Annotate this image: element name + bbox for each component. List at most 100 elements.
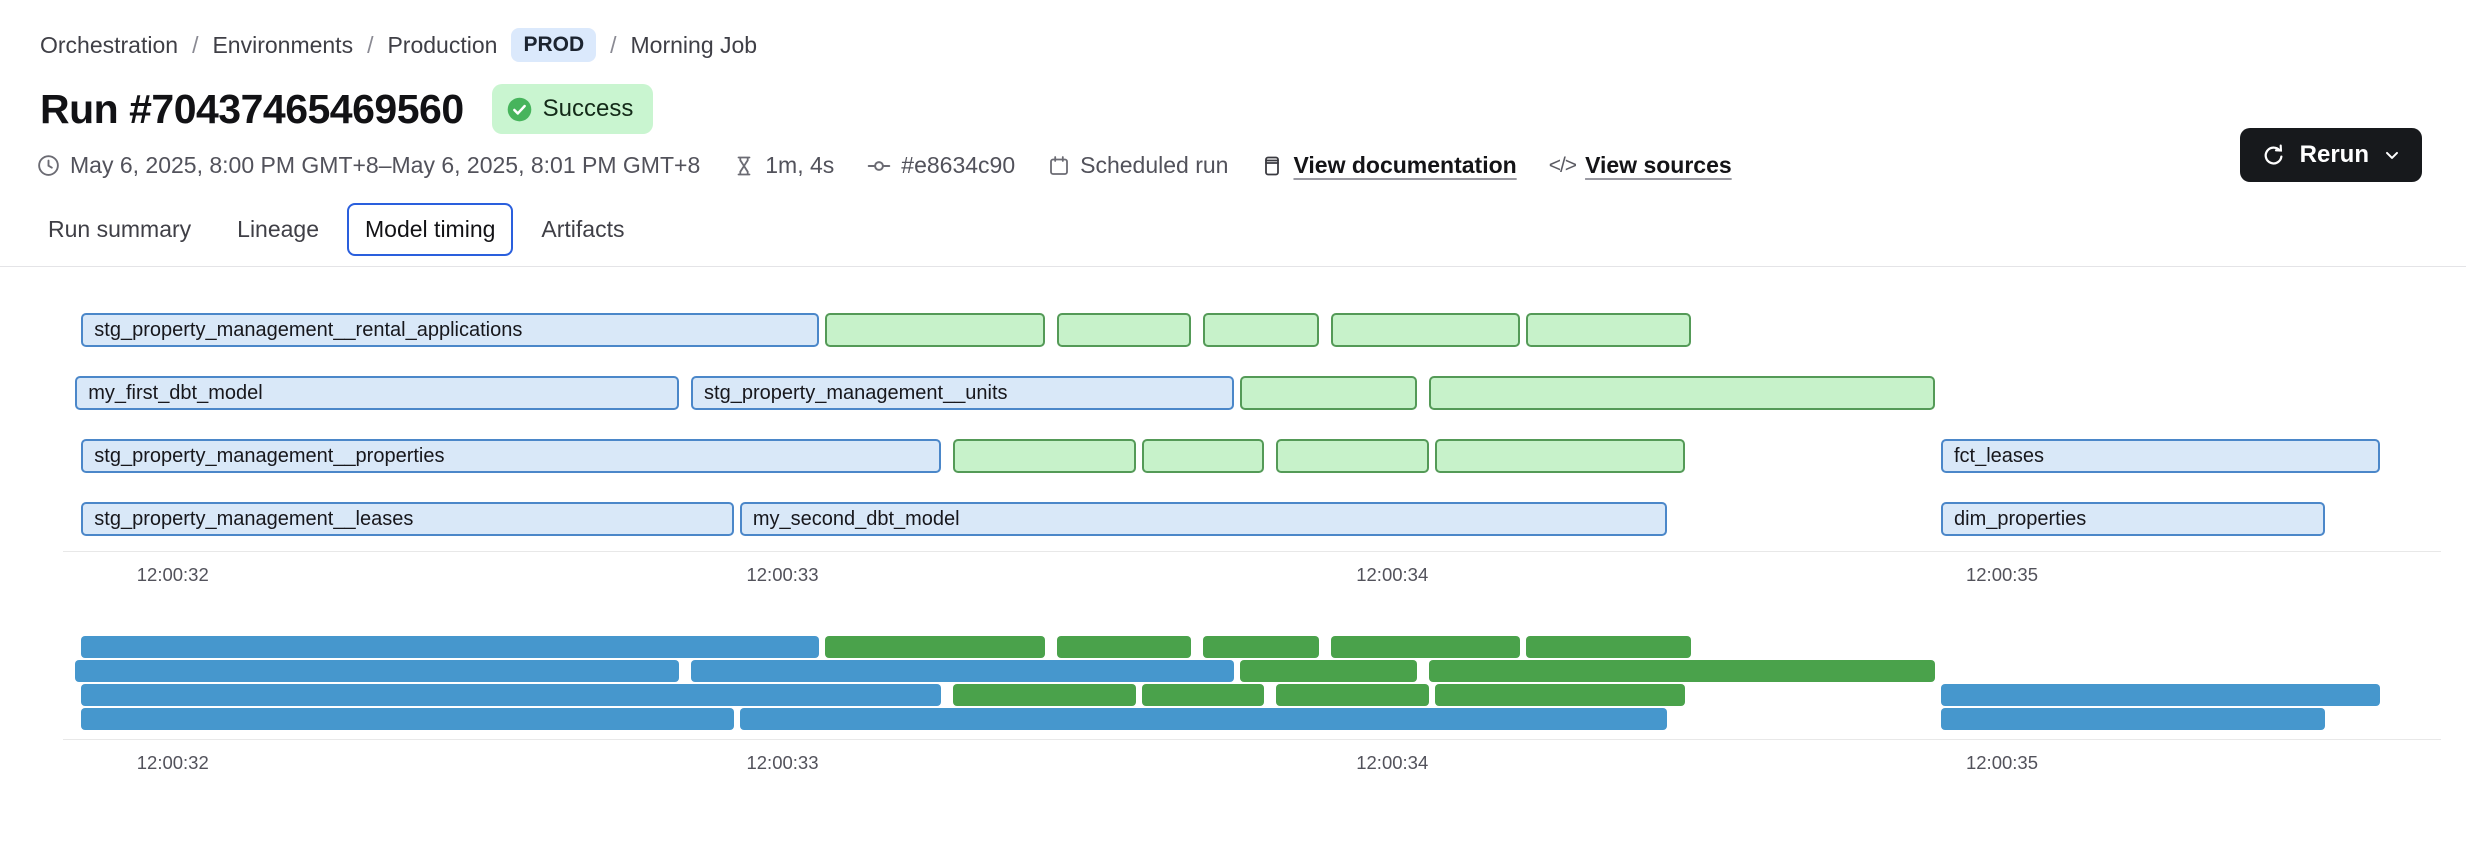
gantt-bar-stg_property_management__properties[interactable]: stg_property_management__properties (81, 439, 942, 473)
run-meta-row: May 6, 2025, 8:00 PM GMT+8–May 6, 2025, … (36, 152, 2466, 179)
calendar-icon (1050, 155, 1069, 175)
view-sources-link[interactable]: View sources (1585, 152, 1732, 178)
gantt-bar[interactable] (1526, 313, 1691, 347)
gantt-bar[interactable] (953, 684, 1137, 706)
tab-artifacts[interactable]: Artifacts (541, 216, 625, 242)
gantt-bar-stg_property_management__leases[interactable] (81, 708, 734, 730)
gantt-bar-label: stg_property_management__leases (94, 508, 414, 530)
document-icon (1265, 156, 1280, 175)
view-sources[interactable]: </> View sources (1549, 152, 1732, 179)
gantt-bar[interactable] (1203, 313, 1320, 347)
breadcrumb-item-morning-job[interactable]: Morning Job (630, 31, 758, 58)
run-trigger: Scheduled run (1047, 152, 1228, 179)
gantt-bar-label: my_second_dbt_model (752, 508, 960, 530)
axis-tick-label: 12:00:32 (136, 564, 209, 585)
gantt-bar-stg_property_management__rental_applications[interactable]: stg_property_management__rental_applicat… (81, 313, 820, 347)
gantt-bar[interactable] (1276, 439, 1429, 473)
axis-tick-label: 12:00:33 (746, 564, 819, 585)
gantt-bar-dim_properties[interactable] (1941, 708, 2326, 730)
rerun-button[interactable]: Rerun (2239, 128, 2422, 182)
gantt-bar[interactable] (1239, 660, 1417, 682)
refresh-icon (2264, 144, 2283, 165)
model-timing-chart: stg_property_management__rental_applicat… (63, 267, 2441, 778)
gantt-bar-stg_property_management__leases[interactable]: stg_property_management__leases (81, 502, 734, 536)
gantt-bar-stg_property_management__properties[interactable] (81, 684, 942, 706)
gantt-bar[interactable] (1056, 313, 1192, 347)
environment-badge: PROD (511, 28, 597, 62)
gantt-bar[interactable] (1434, 684, 1685, 706)
rerun-label: Rerun (2299, 141, 2369, 168)
gantt-bar-label: fct_leases (1954, 445, 2045, 467)
gantt-time-axis: 12:00:32 12:00:33 12:00:34 12:00:35 (63, 560, 2441, 590)
gantt-bar-my_first_dbt_model[interactable] (75, 660, 679, 682)
view-documentation[interactable]: View documentation (1260, 152, 1517, 179)
gantt-minimap[interactable] (63, 636, 2441, 730)
tab-bar: Run summary Lineage Model timing Artifac… (30, 203, 2466, 256)
commit-icon (868, 160, 891, 171)
gantt-bar[interactable] (825, 313, 1045, 347)
gantt-bar[interactable] (1434, 439, 1685, 473)
gantt-bar[interactable] (1526, 636, 1691, 658)
breadcrumb-separator: / (610, 31, 617, 58)
gantt-bar-fct_leases[interactable] (1941, 684, 2380, 706)
run-time-range: May 6, 2025, 8:00 PM GMT+8–May 6, 2025, … (36, 152, 700, 179)
gantt-bar[interactable] (953, 439, 1137, 473)
run-duration-text: 1m, 4s (765, 152, 835, 178)
run-time-range-text: May 6, 2025, 8:00 PM GMT+8–May 6, 2025, … (70, 152, 701, 178)
tabs-divider (0, 266, 2466, 267)
gantt-bar[interactable] (825, 636, 1045, 658)
gantt-minimap-wrap (63, 636, 2441, 740)
gantt-bar[interactable] (1331, 313, 1521, 347)
gantt-bar-label: stg_property_management__rental_applicat… (94, 319, 523, 341)
gantt-bar-label: dim_properties (1954, 508, 2087, 530)
gantt-bar-my_second_dbt_model[interactable] (739, 708, 1667, 730)
breadcrumb-item-production[interactable]: Production (387, 31, 498, 58)
gantt-chart: stg_property_management__rental_applicat… (63, 313, 2441, 551)
run-trigger-text: Scheduled run (1080, 152, 1229, 178)
axis-tick-label: 12:00:35 (1965, 564, 2038, 585)
gantt-bar[interactable] (1276, 684, 1429, 706)
gantt-bar-my_second_dbt_model[interactable]: my_second_dbt_model (739, 502, 1667, 536)
tab-lineage[interactable]: Lineage (237, 216, 320, 242)
gantt-main-wrap: stg_property_management__rental_applicat… (63, 267, 2441, 552)
gantt-bar[interactable] (1142, 684, 1265, 706)
status-label: Success (542, 95, 634, 122)
gantt-bar-fct_leases[interactable]: fct_leases (1941, 439, 2380, 473)
breadcrumb: Orchestration / Environments / Productio… (0, 0, 2466, 62)
gantt-bar-stg_property_management__units[interactable]: stg_property_management__units (691, 376, 1234, 410)
gantt-bar-my_first_dbt_model[interactable]: my_first_dbt_model (75, 376, 679, 410)
view-documentation-link[interactable]: View documentation (1293, 152, 1517, 178)
axis-tick-label: 12:00:34 (1356, 752, 1429, 773)
axis-tick-label: 12:00:32 (136, 752, 209, 773)
hourglass-icon (737, 156, 751, 175)
gantt-bar-dim_properties[interactable]: dim_properties (1941, 502, 2326, 536)
tab-run-summary[interactable]: Run summary (48, 216, 192, 242)
status-badge: Success (491, 84, 654, 134)
gantt-bar[interactable] (1056, 636, 1192, 658)
breadcrumb-item-environments[interactable]: Environments (212, 31, 354, 58)
gantt-bar-label: my_first_dbt_model (88, 382, 263, 404)
commit-hash-text: #e8634c90 (901, 152, 1016, 178)
chevron-down-icon (2386, 151, 2398, 159)
success-check-icon (507, 97, 531, 121)
axis-tick-label: 12:00:33 (746, 752, 819, 773)
page-title: Run #70437465469560 (40, 85, 464, 132)
gantt-bar-stg_property_management__rental_applications[interactable] (81, 636, 820, 658)
gantt-bar-stg_property_management__units[interactable] (691, 660, 1234, 682)
breadcrumb-separator: / (367, 31, 374, 58)
gantt-bar[interactable] (1203, 636, 1320, 658)
gantt-bar[interactable] (1239, 376, 1417, 410)
breadcrumb-item-orchestration[interactable]: Orchestration (40, 31, 179, 58)
tab-model-timing[interactable]: Model timing (347, 203, 514, 256)
title-row: Run #70437465469560 Success (40, 84, 2466, 134)
gantt-bar-label: stg_property_management__properties (94, 445, 445, 467)
gantt-bar[interactable] (1331, 636, 1521, 658)
axis-tick-label: 12:00:34 (1356, 564, 1429, 585)
gantt-bar[interactable] (1142, 439, 1265, 473)
gantt-bar[interactable] (1428, 660, 1935, 682)
gantt-bar[interactable] (1428, 376, 1935, 410)
commit-hash: #e8634c90 (866, 152, 1015, 179)
clock-icon (38, 155, 59, 176)
gantt-bar-label: stg_property_management__units (704, 382, 1008, 404)
